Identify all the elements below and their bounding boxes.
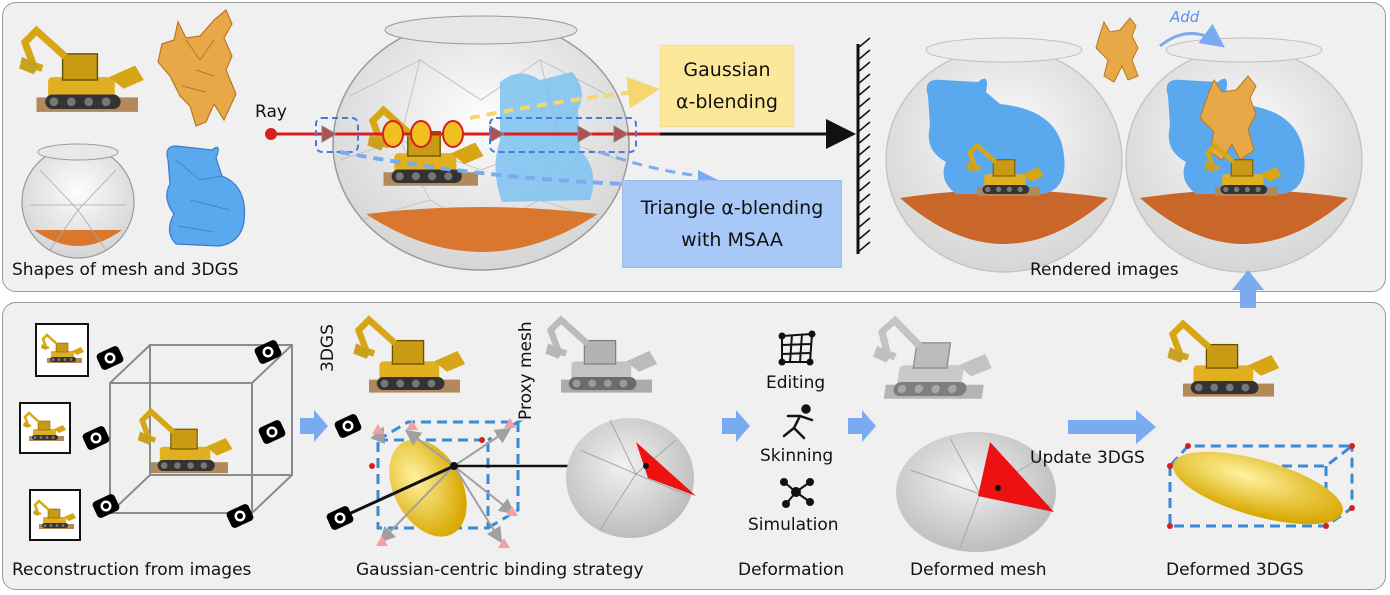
binding-caption: Gaussian-centric binding strategy bbox=[356, 560, 644, 580]
input-image-1 bbox=[35, 323, 89, 377]
excavator-icon bbox=[19, 31, 144, 112]
large-bowl-scene bbox=[332, 15, 630, 271]
bottom-panel bbox=[2, 302, 1386, 590]
camera-icon bbox=[81, 424, 111, 452]
camera-icon bbox=[225, 502, 255, 530]
label-proxy-mesh: Proxy mesh bbox=[516, 321, 536, 420]
deformed-3dgs-diagram bbox=[1166, 443, 1357, 529]
up-arrow bbox=[1232, 270, 1264, 308]
op-editing: Editing bbox=[766, 373, 826, 393]
deformed-3dgs-image bbox=[1167, 324, 1279, 397]
mesh-grid-icon bbox=[778, 330, 816, 366]
camera-icon bbox=[257, 418, 287, 446]
molecule-icon bbox=[780, 478, 814, 508]
cube-excavator bbox=[138, 412, 233, 474]
proxy-mesh-image bbox=[545, 320, 657, 393]
camera-icon bbox=[91, 492, 121, 520]
camera-icon bbox=[333, 412, 363, 440]
mirror-wall-icon bbox=[856, 37, 871, 254]
camera-icon bbox=[253, 338, 283, 366]
deformed-3dgs-caption: Deformed 3DGS bbox=[1166, 560, 1304, 580]
gaussian-blending-box: Gaussian α-blending bbox=[660, 45, 794, 127]
deformed-mesh-image bbox=[867, 320, 998, 398]
gaussian-box-line-1: Gaussian bbox=[683, 59, 771, 81]
rendered-caption: Rendered images bbox=[1030, 260, 1179, 280]
deformation-caption: Deformation bbox=[738, 560, 845, 580]
armadillo-icon bbox=[157, 9, 237, 127]
triangle-box-line-2: with MSAA bbox=[681, 229, 783, 251]
label-3dgs: 3DGS bbox=[318, 324, 338, 372]
gaussian-pointer-arrow bbox=[469, 76, 660, 120]
ray-line bbox=[265, 117, 856, 153]
ray-label: Ray bbox=[255, 102, 287, 122]
flow-arrow bbox=[300, 410, 876, 442]
stickman-icon bbox=[782, 404, 814, 440]
add-label: Add bbox=[1170, 8, 1200, 26]
shapes-caption: Shapes of mesh and 3DGS bbox=[12, 260, 239, 280]
triangle-box-line-1: Triangle α-blending bbox=[640, 197, 824, 219]
gaussian-box-line-2: α-blending bbox=[676, 91, 778, 113]
triangle-blending-box: Triangle α-blending with MSAA bbox=[622, 180, 842, 268]
3dgs-excavator-image bbox=[353, 320, 465, 393]
update-3dgs-label: Update 3DGS bbox=[1030, 448, 1145, 468]
input-image-3 bbox=[29, 489, 81, 541]
op-simulation: Simulation bbox=[748, 515, 839, 535]
bowl-icon bbox=[21, 143, 135, 259]
camera-icon bbox=[325, 504, 355, 532]
camera-icon bbox=[95, 344, 125, 372]
rendered-bowl-1 bbox=[885, 37, 1123, 273]
deformed-mesh-disc bbox=[896, 432, 1056, 552]
proxy-mesh-disc bbox=[566, 418, 696, 538]
small-armadillo-icon bbox=[1095, 17, 1139, 83]
add-arrow bbox=[1159, 23, 1225, 48]
rendered-bowl-2 bbox=[1125, 37, 1363, 273]
op-skinning: Skinning bbox=[760, 446, 834, 466]
wireframe-cube-icon bbox=[109, 344, 293, 514]
update-arrow bbox=[1068, 410, 1156, 444]
input-image-2 bbox=[19, 402, 71, 454]
reconstruction-caption: Reconstruction from images bbox=[12, 560, 252, 580]
deformed-mesh-caption: Deformed mesh bbox=[910, 560, 1047, 580]
bunny-icon bbox=[166, 145, 246, 247]
